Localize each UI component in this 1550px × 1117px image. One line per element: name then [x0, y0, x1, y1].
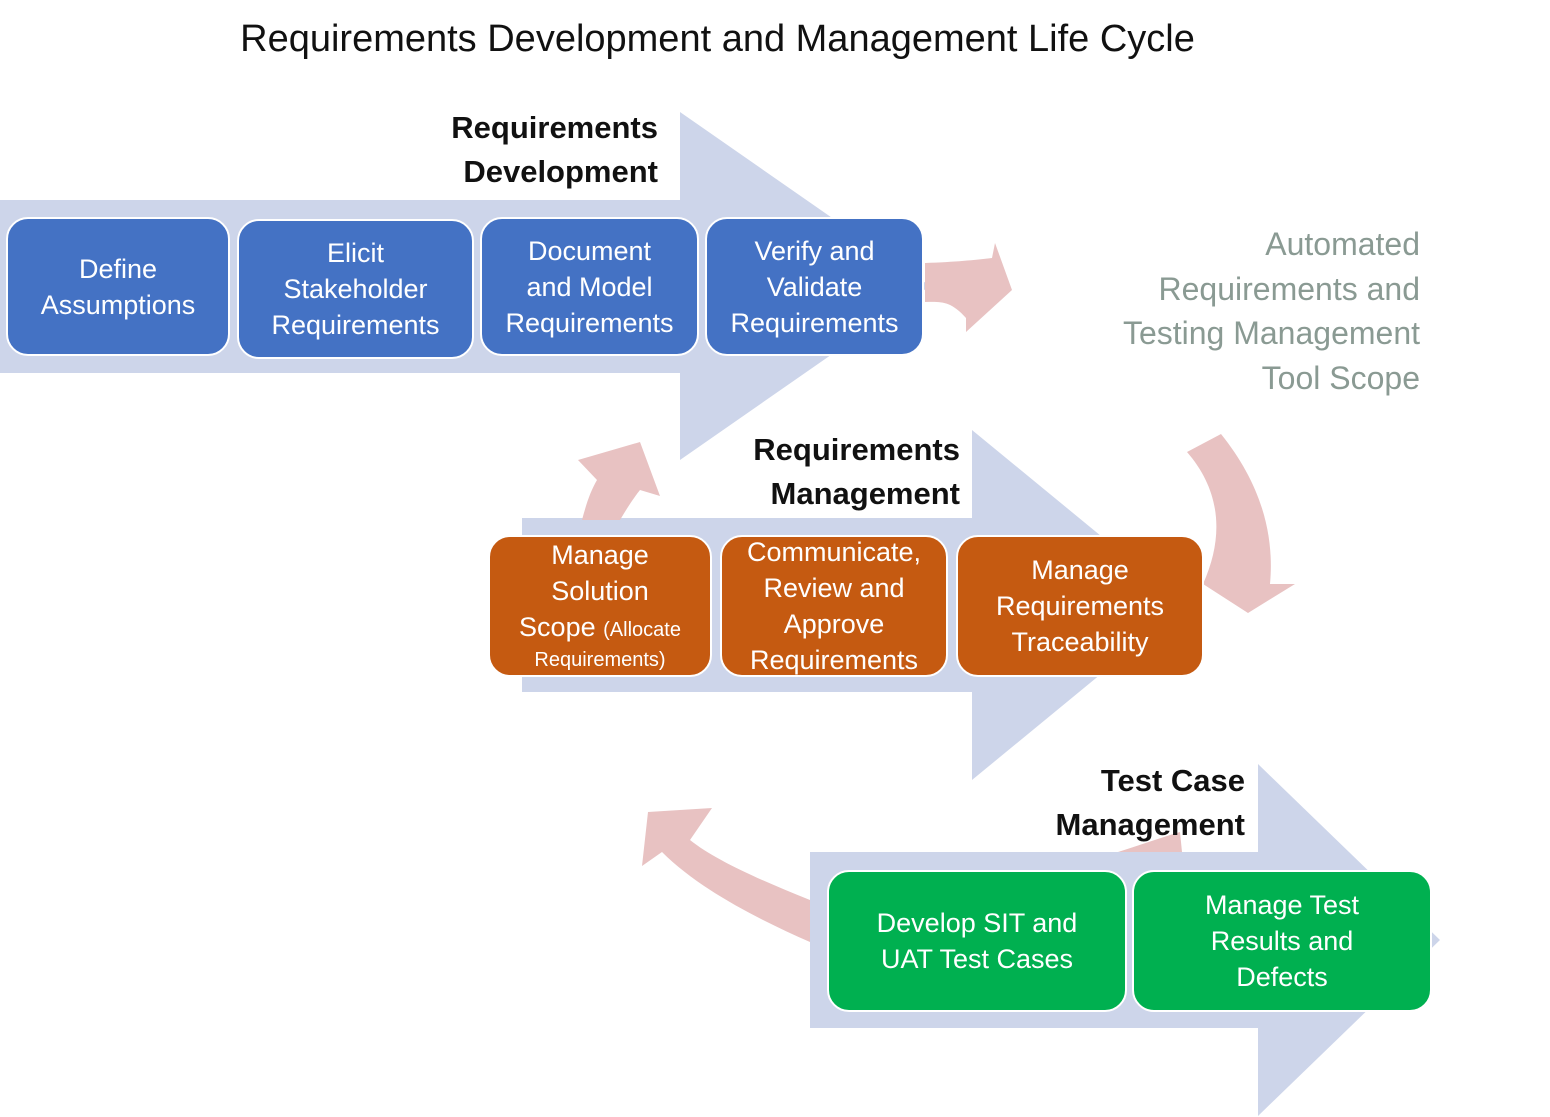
step-line: Verify and [754, 235, 875, 266]
diagram-title: Requirements Development and Management … [240, 18, 1195, 60]
step-elicit-requirements: Elicit Stakeholder Requirements [237, 219, 474, 359]
step-line: Requirements [505, 307, 674, 338]
development-label-line: Requirements [451, 110, 658, 145]
step-document-model-requirements: Document and Model Requirements [480, 217, 699, 356]
step-define-assumptions: Define Assumptions [6, 217, 230, 356]
step-line: Manage Test [1204, 890, 1360, 920]
step-line: Review and [763, 573, 905, 603]
step-manage-test-results: Manage Test Results and Defects [1132, 870, 1432, 1012]
step-line: Results and [1210, 926, 1354, 956]
step-line: Document [527, 235, 652, 266]
step-communicate-review-approve: Communicate, Review and Approve Requirem… [720, 535, 948, 677]
scope-line: Tool Scope [1261, 360, 1420, 397]
step-line: and Model [526, 271, 653, 302]
scope-line: Testing Management [1122, 315, 1420, 352]
testing-phase-label: Test Case Management [985, 759, 1245, 847]
development-label-line: Development [463, 154, 658, 189]
testing-label-line: Test Case [1100, 763, 1245, 798]
step-line: Requirements [749, 645, 919, 675]
step-line: Requirements [271, 310, 440, 340]
step-line: Manage [551, 540, 649, 570]
management-label-line: Requirements [753, 432, 960, 467]
step-develop-test-cases: Develop SIT and UAT Test Cases [827, 870, 1127, 1012]
curved-arrow-back-to-management [642, 808, 810, 942]
curved-arrow-to-management [1187, 434, 1295, 613]
tool-scope-note: Automated Requirements and Testing Manag… [1060, 222, 1420, 401]
step-line: Manage [1031, 555, 1129, 585]
development-phase-label: Requirements Development [380, 106, 658, 194]
step-line: UAT Test Cases [880, 944, 1074, 974]
step-line: Elicit [326, 238, 384, 268]
step-line: Develop SIT and [876, 908, 1078, 938]
step-line: Stakeholder [283, 274, 428, 304]
step-line: Approve [783, 609, 885, 639]
step-line: Scope [519, 612, 596, 642]
testing-label-line: Management [1055, 807, 1245, 842]
step-line: Defects [1236, 962, 1328, 992]
step-line: Communicate, [746, 537, 922, 567]
step-note-line: (Allocate [603, 619, 681, 641]
step-line: Solution [551, 576, 649, 606]
step-verify-validate-requirements: Verify and Validate Requirements [705, 217, 924, 356]
step-line: Define [78, 253, 158, 284]
step-note-line: Requirements) [534, 649, 666, 671]
curved-arrow-testing-loop [1118, 832, 1182, 852]
step-manage-traceability: Manage Requirements Traceability [956, 535, 1204, 677]
step-line: Assumptions [40, 289, 196, 320]
step-manage-solution-scope: Manage Solution Scope (Allocate Requirem… [488, 535, 712, 677]
scope-line: Automated [1265, 226, 1420, 262]
curved-arrow-back-to-development [578, 442, 660, 520]
step-line: Validate [766, 271, 863, 302]
scope-line: Requirements and [1158, 270, 1420, 307]
step-line: Requirements [995, 591, 1165, 621]
step-line: Requirements [730, 307, 899, 338]
curved-arrow-to-scope [925, 243, 1012, 332]
step-line: Traceability [1011, 627, 1149, 657]
management-phase-label: Requirements Management [700, 428, 960, 516]
management-label-line: Management [770, 476, 960, 511]
